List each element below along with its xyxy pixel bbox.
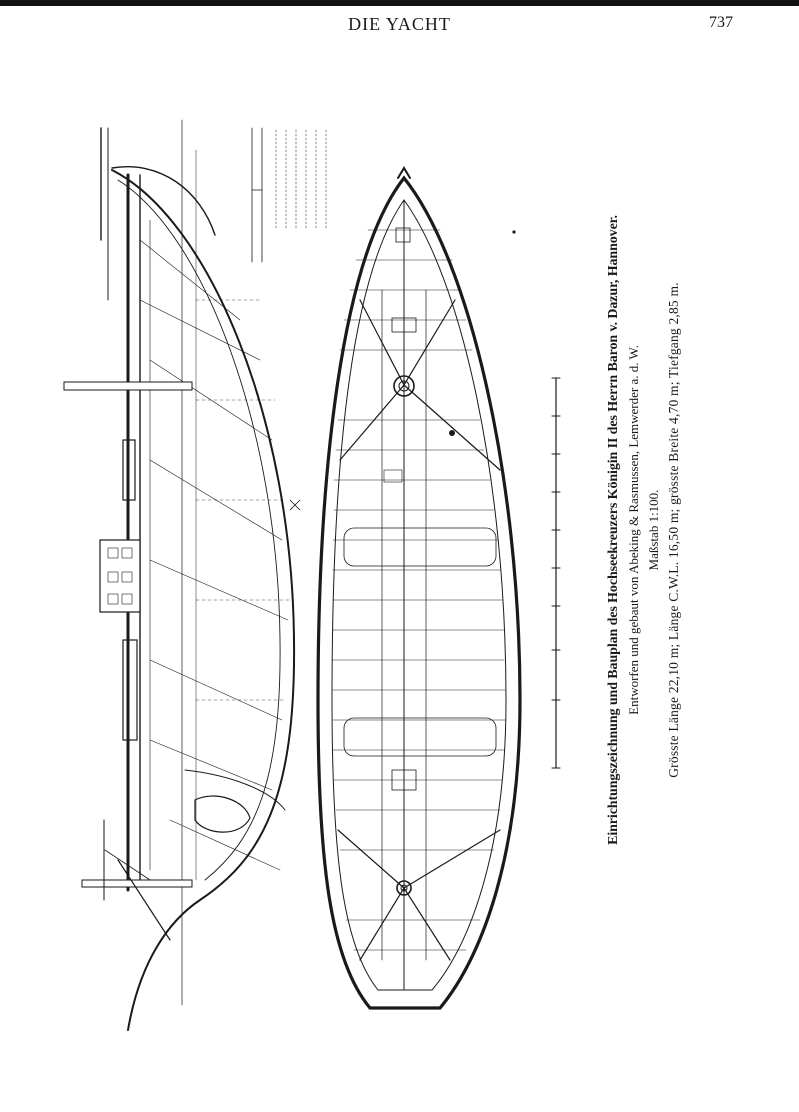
spec-box [251, 127, 327, 263]
caption-dimensions: Grösste Länge 22,10 m; Länge C.W.L. 16,5… [666, 282, 681, 778]
figure-caption: Einrichtungszeichnung und Bauplan des Ho… [604, 150, 694, 910]
caption-rotated-block: Einrichtungszeichnung und Bauplan des Ho… [604, 150, 694, 910]
side-profile [63, 119, 301, 1031]
top-border-rule [0, 0, 799, 6]
deck-plan [316, 166, 522, 1010]
scale-bar [551, 377, 561, 769]
caption-title: Einrichtungszeichnung und Bauplan des Ho… [606, 215, 621, 845]
caption-scale: Maßstab 1:100. [646, 489, 661, 571]
journal-title: DIE YACHT [348, 14, 451, 34]
caption-builder: Entworfen und gebaut von Abeking & Rasmu… [626, 345, 641, 715]
page-number: 737 [709, 14, 733, 31]
running-head: DIE YACHT 737 [0, 14, 799, 40]
